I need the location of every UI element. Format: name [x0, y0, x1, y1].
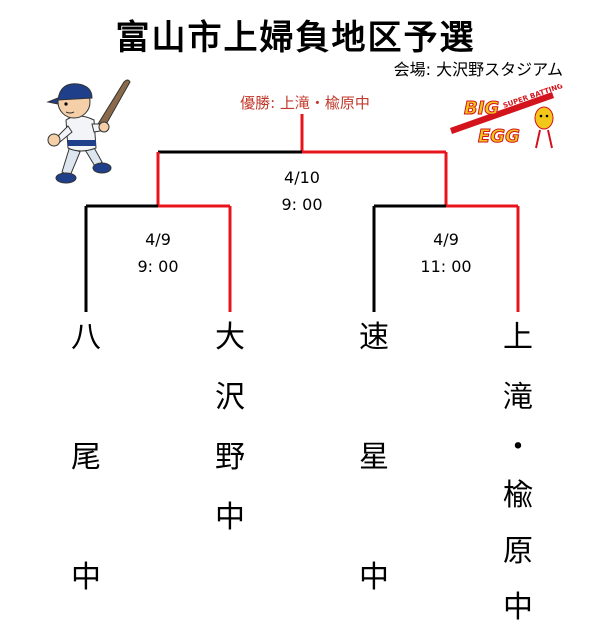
team-char: 野: [215, 440, 245, 475]
team-char: ・: [503, 430, 533, 465]
final-time: 9: 00: [281, 195, 323, 214]
semi-right-schedule: 4/9 11: 00: [396, 226, 496, 280]
team-char: 中: [359, 560, 389, 595]
page-title: 富山市上婦負地区予選: [115, 18, 476, 58]
team-char: 原: [503, 534, 533, 569]
team-char: 星: [359, 440, 389, 475]
logo-line1: BIG: [464, 98, 499, 119]
logo-line2: EGG: [478, 126, 520, 147]
bracket-lines: [84, 114, 520, 312]
semi-left-date: 4/9: [145, 230, 171, 249]
team-hayahoshi: 速 星 中: [352, 308, 396, 608]
semi-right-time: 11: 00: [420, 257, 472, 276]
team-char: 沢: [215, 380, 245, 415]
team-char: 上: [503, 320, 533, 355]
big-egg-logo-icon: SUPER BATTING BIG EGG: [450, 84, 564, 149]
team-char: 速: [359, 320, 389, 355]
winner-label: 優勝: 上滝・楡原中: [240, 94, 370, 112]
semi-left-time: 9: 00: [137, 257, 179, 276]
team-char: 中: [503, 590, 533, 625]
team-osawano: 大 沢 野 中: [208, 308, 252, 548]
team-char: 大: [215, 320, 245, 355]
team-char: 尾: [71, 440, 101, 475]
team-yao: 八 尾 中: [64, 308, 108, 608]
semi-right-date: 4/9: [433, 230, 459, 249]
team-char: 中: [215, 500, 245, 535]
team-char: 滝: [503, 380, 533, 415]
semi-left-schedule: 4/9 9: 00: [108, 226, 208, 280]
team-kamidaki-nirehara: 上 滝 ・ 楡 原 中: [496, 308, 540, 636]
venue-label: 会場: 大沢野スタジアム: [393, 60, 563, 79]
team-char: 八: [71, 320, 101, 355]
baseball-player-icon: [46, 79, 131, 184]
final-date: 4/10: [284, 168, 320, 187]
final-schedule: 4/10 9: 00: [252, 164, 352, 218]
team-char: 中: [71, 560, 101, 595]
team-char: 楡: [503, 478, 533, 513]
